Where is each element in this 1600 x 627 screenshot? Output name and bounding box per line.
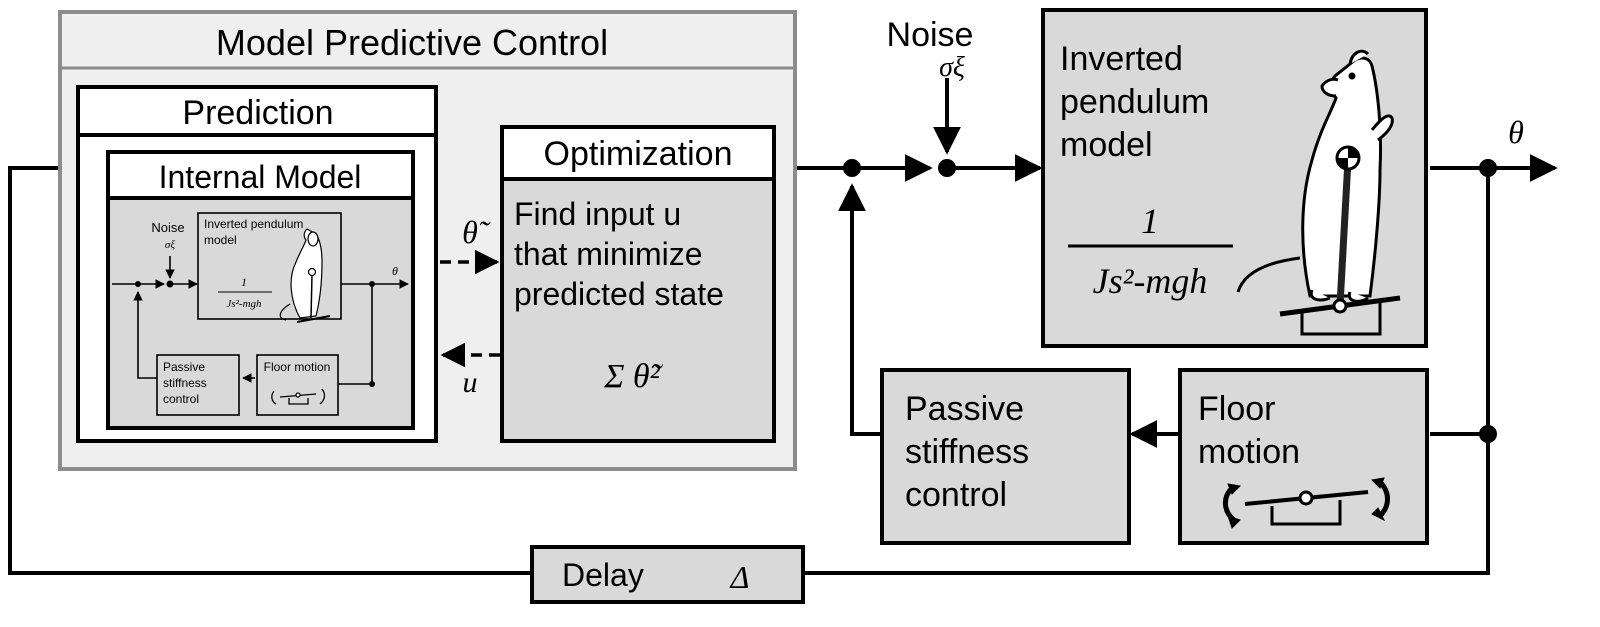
mini-pendulum-label: Inverted pendulum (204, 217, 303, 231)
plant-label: pendulum (1060, 83, 1209, 121)
floor-label: Floor (1198, 390, 1275, 428)
mini-rat-icon (279, 228, 331, 323)
mini-passive-box (156, 354, 240, 416)
mini-pendulum-label: model (204, 233, 237, 247)
plant-label: model (1060, 126, 1153, 164)
mini-noise-sigma: σξ (165, 239, 175, 251)
mini-passive-label: control (163, 392, 199, 406)
delay-symbol: Δ (729, 559, 750, 595)
mini-tf-denominator: Js²-mgh (226, 298, 262, 310)
junction-dot (843, 159, 861, 177)
plant-panel: Inverted pendulum model 1 Js²-mgh (1041, 8, 1428, 348)
optimization-title: Optimization (544, 135, 733, 173)
mini-floor-box (256, 354, 339, 416)
theta-output-label: θ (1508, 114, 1524, 150)
plant-tf-denominator: Js²-mgh (1093, 261, 1208, 301)
optimization-formula: Σ θ̃² (603, 358, 663, 395)
noise-label: Noise (887, 16, 974, 54)
internal-model-title: Internal Model (159, 159, 362, 195)
prediction-title: Prediction (182, 94, 333, 132)
rat-icon (1236, 49, 1394, 303)
optimization-panel: Optimization Find input u that minimize … (500, 125, 776, 443)
dashed-signals (440, 249, 500, 368)
prediction-panel: Prediction Internal Model Noise σξ Inver… (76, 85, 438, 443)
u-label: u (463, 366, 478, 399)
mini-passive-label: Passive (163, 360, 205, 374)
junction-dot (1479, 159, 1497, 177)
plant-tf-numerator: 1 (1141, 201, 1159, 241)
mini-floor-icon (271, 388, 326, 405)
passive-stiffness-panel: Passive stiffness control (880, 368, 1131, 545)
mini-noise-label: Noise (151, 220, 184, 235)
passive-label: stiffness (905, 433, 1029, 471)
junction-dot (1479, 425, 1497, 443)
optimization-text: Find input u (514, 196, 681, 232)
mini-tf-numerator: 1 (241, 275, 247, 289)
mini-passive-label: stiffness (163, 376, 207, 390)
mini-floor-label: Floor motion (264, 360, 331, 374)
inverted-pendulum-icon (1279, 145, 1401, 336)
passive-label: control (905, 476, 1007, 514)
passive-label: Passive (905, 390, 1024, 428)
optimization-text: predicted state (514, 276, 724, 312)
summing-junction-noise (938, 159, 956, 177)
optimization-text: that minimize (514, 236, 703, 272)
mpc-title: Model Predictive Control (216, 22, 608, 63)
floor-label: motion (1198, 433, 1300, 471)
noise-sigma: σξ (939, 52, 965, 83)
floor-motion-panel: Floor motion (1178, 368, 1429, 545)
delay-label: Delay (562, 557, 644, 593)
plant-label: Inverted (1060, 40, 1183, 78)
floor-motion-icon (1223, 477, 1390, 529)
mini-theta: θ (392, 264, 398, 278)
delay-panel: Delay Δ (530, 545, 805, 604)
